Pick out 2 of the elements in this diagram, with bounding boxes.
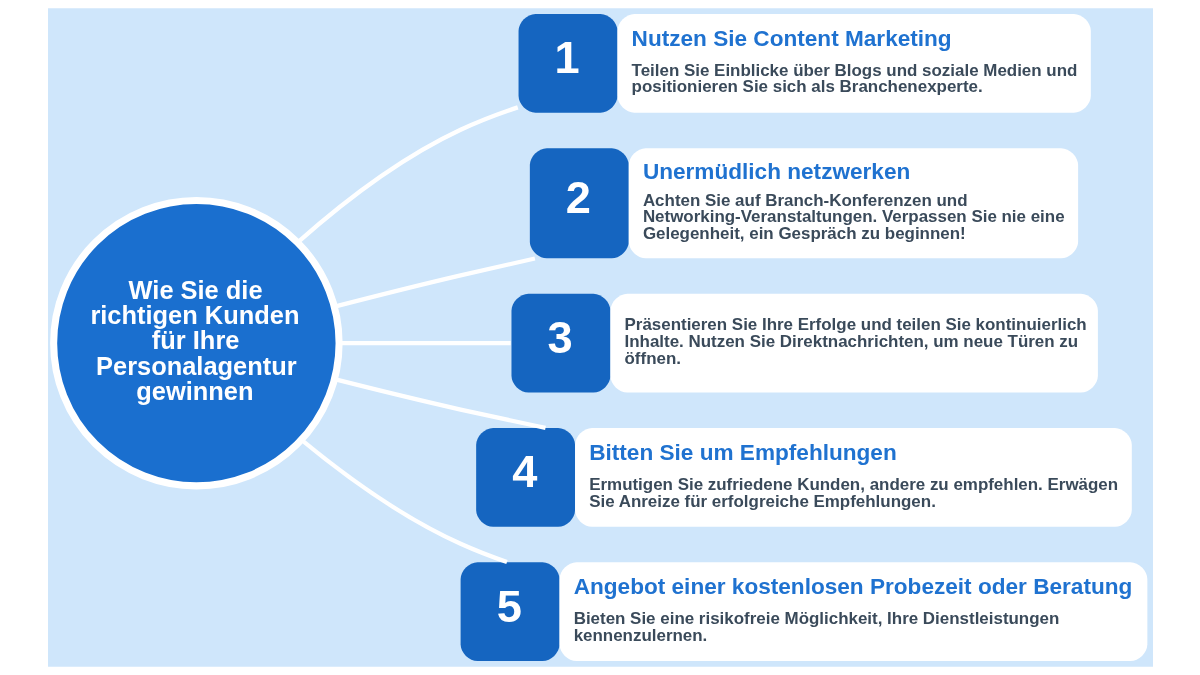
node-circle: Wie Sie die richtigen Kunden für Ihre Personalagentur gewinnen (49, 196, 343, 490)
connector (300, 438, 508, 565)
